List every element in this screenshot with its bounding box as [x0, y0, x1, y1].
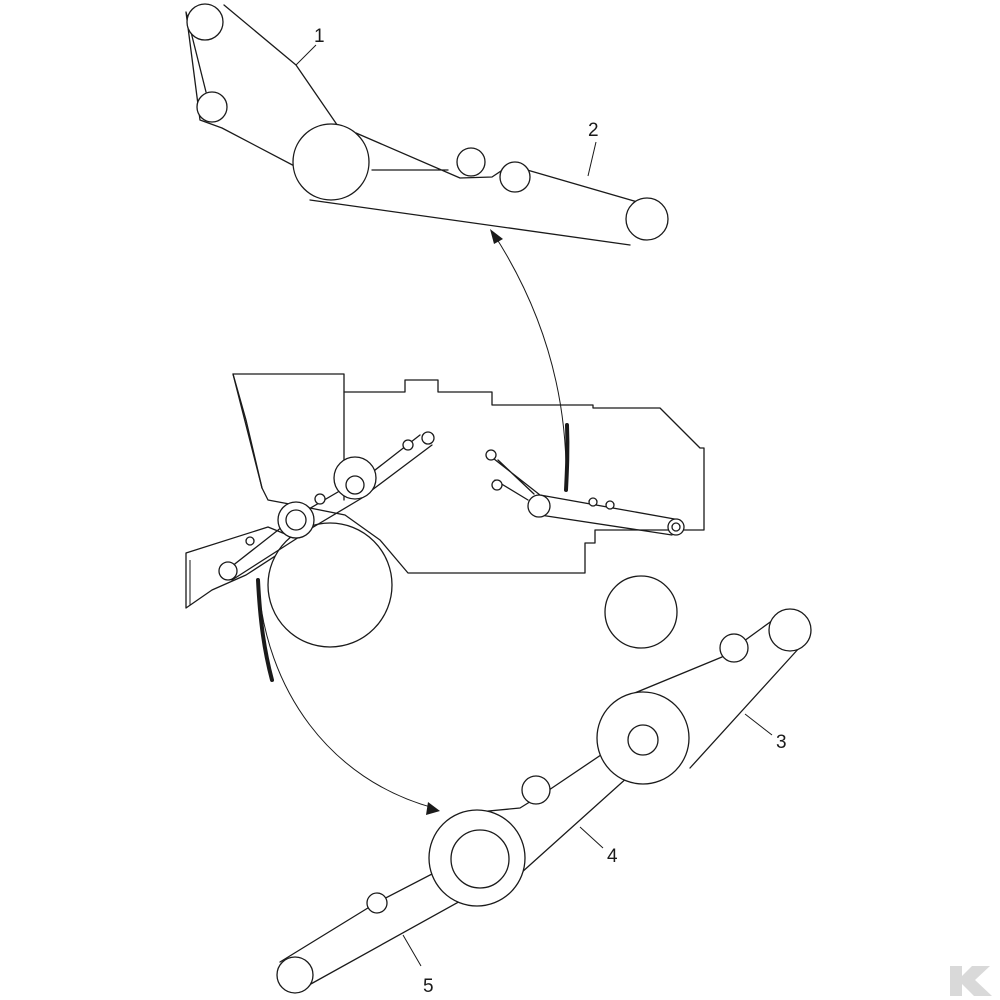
pulley-lower-idler-1 [719, 633, 749, 663]
callout-5: 5 [423, 976, 434, 997]
pulley-machine-7 [245, 536, 255, 546]
machine-belt-right [488, 454, 681, 536]
leader-1 [295, 44, 317, 66]
pulley-machine-10 [527, 494, 551, 518]
callout-3: 3 [776, 732, 787, 753]
pulley-upper-main [292, 123, 370, 201]
arrow-down [256, 578, 440, 815]
pulley-machine-8 [485, 449, 497, 461]
pulley-machine-6 [314, 493, 326, 505]
machine-housing [232, 373, 705, 574]
pulley-upper-end [625, 197, 669, 241]
pulley-machine-right [604, 575, 678, 649]
pulley-machine-11 [588, 497, 598, 507]
pulley-machine-12 [605, 500, 615, 510]
pulley-machine-4 [421, 431, 435, 445]
lower-belt-assembly [276, 608, 812, 994]
pulley-machine-13-hub [671, 522, 681, 532]
logo-icon [950, 966, 992, 996]
leader-3 [744, 713, 773, 736]
pulley-lower-main-hub [627, 724, 659, 756]
callout-4: 4 [607, 846, 618, 867]
pulley-upper-idler-mid-2 [499, 161, 531, 193]
arrow-up [490, 229, 570, 492]
pulley-machine-1-hub [345, 475, 365, 495]
pulley-upper-top [186, 3, 224, 41]
machine-belt-left [221, 434, 433, 581]
machine-body [185, 373, 705, 649]
leader-4 [579, 826, 604, 849]
pulley-machine-5 [402, 439, 414, 451]
pulley-machine-2-hub [285, 509, 307, 531]
front-frame [185, 526, 301, 609]
pulley-lower-idler-3 [366, 892, 388, 914]
belt-2 [309, 132, 649, 246]
upper-belt-assembly [185, 3, 669, 246]
pulley-upper-idler-mid-1 [456, 147, 486, 177]
pulley-lower-idler-2 [521, 775, 551, 805]
pulley-lower-double-inner [450, 829, 510, 889]
leader-5 [402, 934, 422, 967]
pulley-machine-9 [491, 479, 503, 491]
hopper-edge [232, 373, 345, 501]
pulley-lower-top [768, 608, 812, 652]
pulley-lower-end [276, 956, 314, 994]
arrowhead-down-icon [426, 802, 440, 815]
leader-2 [587, 141, 597, 177]
pulley-upper-idler-left [196, 91, 228, 123]
callout-2: 2 [588, 120, 599, 141]
pulley-machine-large [267, 522, 393, 648]
pulley-machine-3 [218, 561, 238, 581]
arrowhead-up-icon [490, 229, 503, 244]
callout-1: 1 [314, 26, 325, 47]
